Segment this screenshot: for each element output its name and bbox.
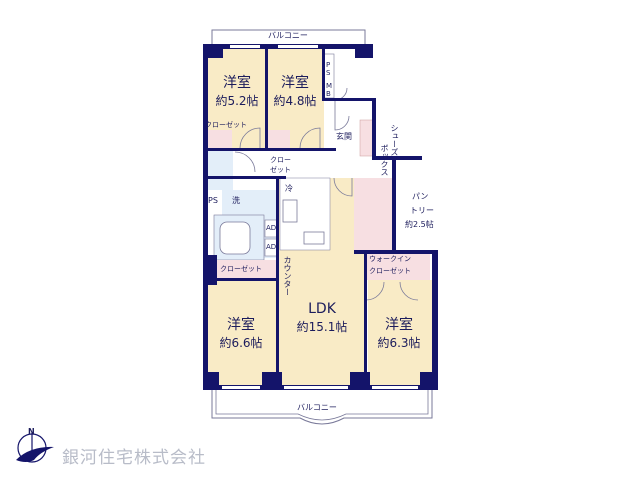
walkin-label-1: ウォークイン [369,255,411,263]
compass-north: N [28,427,35,436]
mb-2: B [326,90,331,98]
ps-top-2: S [326,69,331,77]
entrance-label: 玄関 [336,132,352,141]
ps-top-1: P [326,61,331,69]
room-western-4 [368,280,432,386]
western-4-area: 約6.3帖 [377,336,421,350]
western-1-name: 洋室 [223,75,251,91]
closet-2 [268,130,290,148]
balcony-bottom-label: バルコニー [297,403,337,412]
western-3-name: 洋室 [227,317,255,333]
shoes-label-1: シューズ [390,124,399,156]
walkin-label-2: クローゼット [369,267,411,275]
closet-2-label-1: クロー [270,156,291,164]
ps-label: PS [208,196,218,205]
ldk-area: 約15.1帖 [296,320,348,334]
closet-3-label: クローゼット [220,265,262,273]
pantry-area: 約2.5帖 [405,220,434,229]
ad-2-label: AD [266,243,277,251]
shoes-label-2: ボックス [380,144,389,176]
closet-1 [208,130,232,148]
closet-1-label: クローゼット [205,121,247,129]
closet-3 [214,260,276,278]
western-3-area: 約6.6帖 [219,336,263,350]
company-logo-text: 銀河住宅株式会社 [62,448,206,468]
balcony-top-label: バルコニー [268,31,308,40]
pantry-name-2: トリー [410,206,434,215]
washer-label: 洗 [232,196,240,205]
shoes-box [359,119,375,157]
mb-1: M [326,82,333,90]
room-western-3 [206,280,278,386]
closet-2-label-2: ゼット [270,166,291,174]
balcony-bottom [211,390,433,425]
corridor [206,150,376,178]
pantry [354,178,394,250]
western-2-area: 約4.8帖 [273,94,317,108]
western-4-name: 洋室 [385,317,413,333]
ad-1-label: AD [266,224,277,232]
western-2-name: 洋室 [281,75,309,91]
counter-label: カウンター [283,256,292,296]
pantry-name-1: パン [412,192,429,201]
ldk-name: LDK [308,301,336,317]
toilet [206,150,233,190]
western-1-area: 約5.2帖 [215,94,259,108]
fridge-label: 冷 [285,184,293,193]
compass-bird-icon [16,432,54,463]
walkin-closet [366,254,430,280]
